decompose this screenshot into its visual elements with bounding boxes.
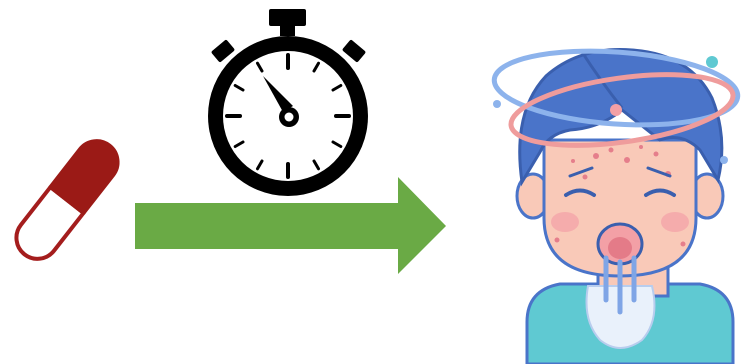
pill-capsule-icon — [8, 133, 126, 268]
sick-dizzy-person-icon — [492, 44, 740, 364]
stopwatch-icon — [208, 9, 368, 196]
